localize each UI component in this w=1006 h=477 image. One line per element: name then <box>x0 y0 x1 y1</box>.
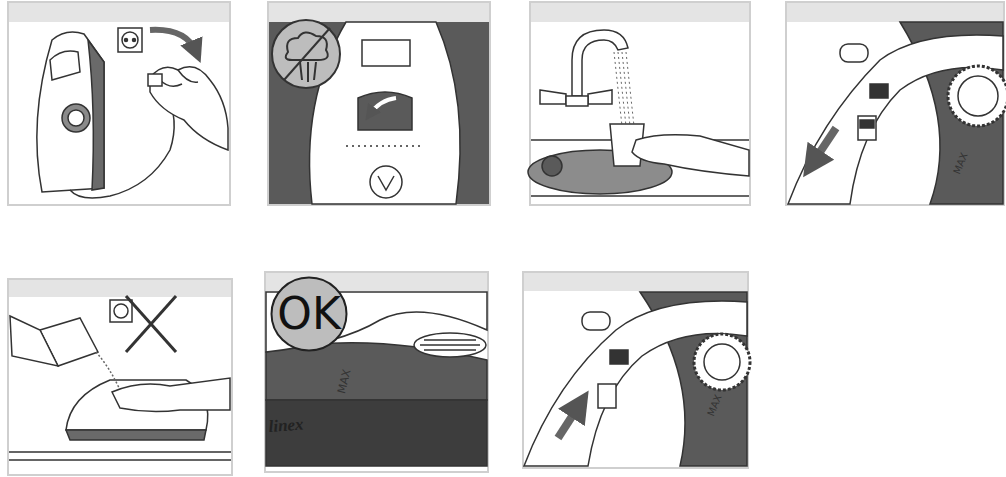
iron-closeup <box>420 340 480 350</box>
power-cord <box>70 92 174 198</box>
iron-top-view <box>346 145 424 147</box>
iron-upright <box>37 32 104 192</box>
socket-crossed <box>114 304 128 318</box>
iron-lying <box>66 430 206 440</box>
badge-circle <box>272 278 347 351</box>
jug-and-hands <box>10 316 230 412</box>
brand-name: linex <box>268 416 304 435</box>
wall-socket <box>118 28 142 52</box>
iron-handle <box>948 66 1006 126</box>
up-arrow <box>558 404 580 438</box>
panel-header <box>9 280 231 297</box>
iron-handle <box>582 312 610 330</box>
panel-frame <box>265 272 488 472</box>
hand <box>148 74 162 86</box>
no-steam-symbol <box>284 28 330 80</box>
iron-handle <box>694 334 750 390</box>
panel-frame <box>8 2 1004 475</box>
wall-socket <box>125 39 128 42</box>
iron-top-view <box>370 166 402 198</box>
iron-handle <box>870 84 888 98</box>
ok-text: OK <box>277 292 341 336</box>
iron-top-view <box>362 40 410 66</box>
no-steam-symbol <box>272 20 340 88</box>
hand <box>160 70 198 86</box>
panel-header <box>9 3 229 22</box>
water-stream <box>614 52 634 126</box>
cup-and-hand <box>610 124 749 176</box>
panel-header <box>524 273 747 291</box>
iron-upright <box>50 51 80 80</box>
iron-closeup <box>414 333 486 357</box>
panel-header <box>269 3 489 22</box>
no-steam-symbol <box>300 62 316 82</box>
no-steam-symbol <box>272 20 340 88</box>
iron-upright <box>37 32 104 192</box>
sink <box>531 195 749 197</box>
panel-frame <box>8 2 230 205</box>
iron-handle <box>958 76 998 116</box>
iron-top-view <box>358 92 412 130</box>
socket-crossed <box>126 296 176 352</box>
iron-upright <box>68 110 84 126</box>
iron-handle <box>858 116 876 140</box>
iron-handle <box>840 44 868 62</box>
socket-crossed <box>110 296 176 352</box>
water-stream <box>614 52 634 126</box>
iron-top-view <box>378 176 394 190</box>
iron-handle <box>788 22 1006 204</box>
up-arrow <box>558 404 580 438</box>
jug-and-hands <box>112 378 230 412</box>
panel-frame <box>523 272 748 468</box>
iron-top-view <box>370 98 396 114</box>
iron-handle <box>860 120 874 128</box>
jug-and-hands <box>96 352 120 390</box>
panel-header <box>787 3 1003 22</box>
power-cord <box>70 92 174 198</box>
ok-badge: OK <box>270 276 348 352</box>
panel-header <box>9 3 1003 297</box>
socket-crossed <box>126 296 176 352</box>
water-tap <box>540 30 628 106</box>
socket-crossed <box>110 300 132 322</box>
iron-handle <box>524 292 750 466</box>
panel-frame <box>786 2 1004 205</box>
iron-lying <box>9 452 231 460</box>
panel-header <box>531 3 749 22</box>
wall-socket <box>122 32 138 48</box>
iron-closeup <box>266 292 487 466</box>
iron-handle <box>704 344 740 380</box>
water-tap <box>588 90 612 104</box>
iron-upright <box>62 104 90 132</box>
water-tap <box>540 90 566 104</box>
curved-arrow <box>150 30 196 52</box>
panel-frame <box>8 279 232 475</box>
iron-handle <box>610 350 628 364</box>
curved-arrow <box>150 30 196 52</box>
wall-socket <box>118 28 142 52</box>
wall-socket <box>133 39 136 42</box>
hand <box>148 67 228 150</box>
cup-and-hand <box>632 135 749 176</box>
down-arrow <box>812 128 836 164</box>
jug-and-hands <box>10 316 58 366</box>
water-tap <box>566 96 588 106</box>
iron-closeup <box>266 400 487 466</box>
sink <box>542 156 562 176</box>
down-arrow <box>812 128 836 164</box>
panel-frame <box>268 2 490 205</box>
iron-handle <box>598 384 616 408</box>
